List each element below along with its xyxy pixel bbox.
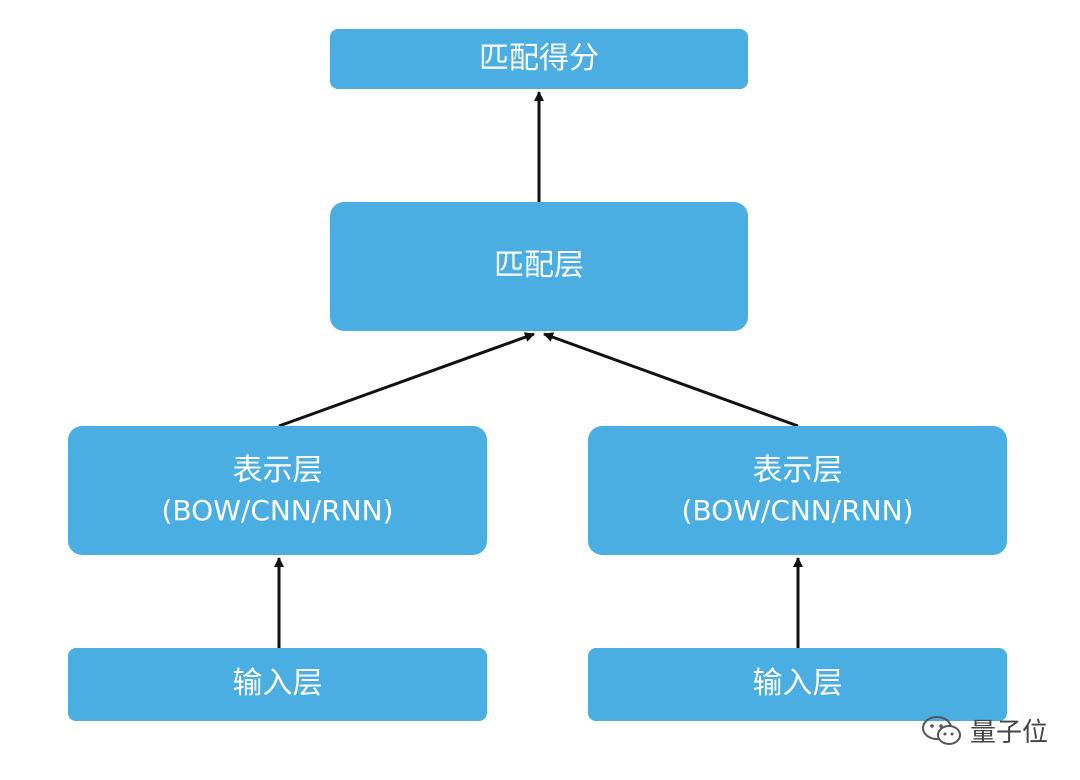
node-representation-layer-right: 表示层 (BOW/CNN/RNN) [588,426,1007,555]
edge-rep-right-to-match [543,332,799,428]
edge-rep-left-to-match [278,332,535,428]
node-matching-layer: 匹配层 [330,202,748,331]
node-match-score: 匹配得分 [330,29,748,89]
node-input-layer-right: 输入层 [588,648,1007,721]
wechat-icon [922,715,961,745]
node-representation-right-label: 表示层 [752,453,843,489]
node-representation-left-sublabel: (BOW/CNN/RNN) [161,493,394,527]
node-matching-layer-label: 匹配层 [494,248,584,284]
node-match-score-label: 匹配得分 [479,40,599,76]
node-representation-left-label: 表示层 [232,453,323,489]
watermark-text: 量子位 [970,718,1049,748]
node-input-layer-left: 输入层 [68,648,487,721]
node-input-right-label: 输入层 [752,666,843,702]
watermark: 量子位 [920,712,1048,749]
node-representation-right-sublabel: (BOW/CNN/RNN) [681,493,914,527]
node-input-left-label: 输入层 [232,666,323,702]
node-representation-layer-left: 表示层 (BOW/CNN/RNN) [68,426,487,555]
